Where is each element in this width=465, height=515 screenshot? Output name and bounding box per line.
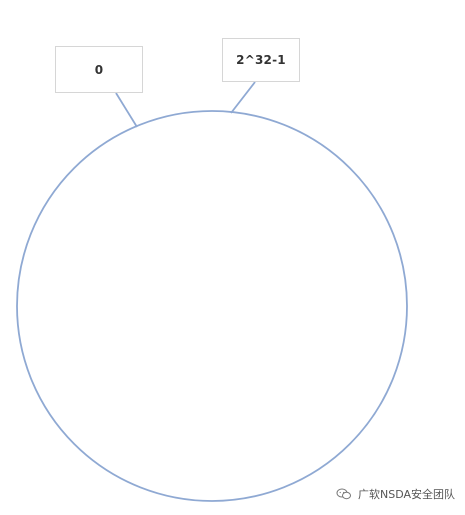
hash-ring — [16, 110, 408, 502]
start-value-label: 0 — [55, 46, 143, 93]
wechat-icon — [336, 488, 352, 500]
watermark: 广软NSDA安全团队 — [336, 486, 455, 502]
start-connector-line — [115, 92, 138, 128]
watermark-text: 广软NSDA安全团队 — [357, 488, 455, 501]
start-value-text: 0 — [94, 62, 104, 77]
end-connector-line — [230, 81, 256, 114]
end-value-label: 2^32-1 — [222, 38, 300, 82]
end-value-text: 2^32-1 — [236, 53, 286, 67]
